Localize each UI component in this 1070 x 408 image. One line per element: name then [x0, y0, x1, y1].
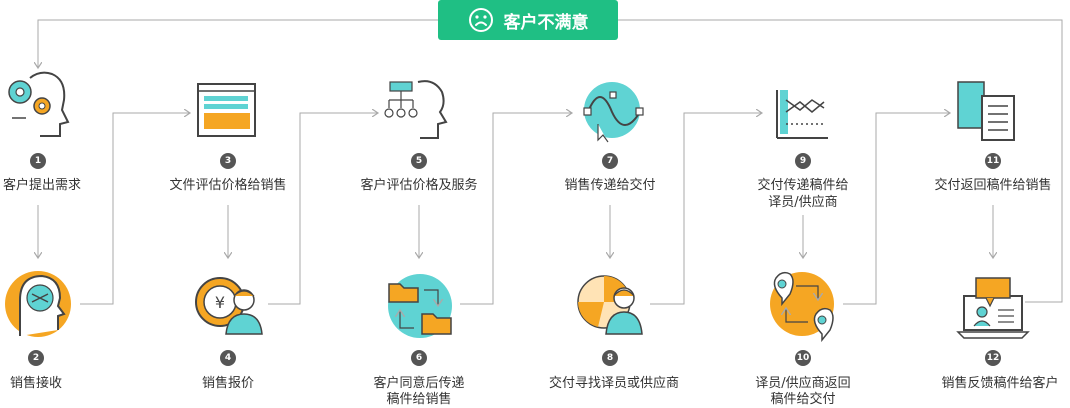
customer-unsatisfied-banner: 客户不满意 — [438, 0, 618, 40]
step-label-1: 客户提出需求 — [2, 178, 81, 193]
step-label-9: 交付传递稿件给 — [757, 178, 849, 193]
step-label-6: 客户同意后传递 — [373, 376, 465, 391]
step-number-1: 1 — [30, 153, 46, 169]
banner-text: 客户不满意 — [503, 12, 589, 33]
sad-face-icon — [468, 8, 493, 32]
step-label-4: 销售报价 — [201, 376, 254, 391]
return-documents-icon — [957, 81, 1015, 141]
step-label-8: 交付寻找译员或供应商 — [548, 376, 679, 391]
step-number-7: 7 — [602, 153, 618, 169]
sales-receive-icon — [5, 271, 71, 337]
customer-request-head-icon — [8, 71, 70, 137]
step-label-9-line2: 译员/供应商 — [768, 195, 838, 210]
step-number-5: 5 — [411, 153, 427, 169]
step-number-4: 4 — [220, 350, 236, 366]
vertical-connectors — [38, 205, 993, 258]
step-label-11: 交付返回稿件给销售 — [934, 178, 1052, 193]
folder-transfer-icon — [388, 274, 452, 338]
sales-quote-icon: ¥ — [195, 277, 263, 335]
step-number-11: 11 — [985, 153, 1001, 169]
step-label-7: 销售传递给交付 — [564, 178, 656, 193]
step-label-10-line2: 稿件给交付 — [770, 392, 836, 407]
step-label-2: 销售接收 — [9, 376, 62, 391]
step-label-3: 文件评估价格给销售 — [169, 178, 287, 193]
step-number-8: 8 — [602, 350, 618, 366]
svg-text:¥: ¥ — [215, 293, 225, 312]
step-label-12: 销售反馈稿件给客户 — [941, 376, 1059, 391]
step-number-2: 2 — [28, 350, 44, 366]
step-number-10: 10 — [795, 350, 811, 366]
step-number-6: 6 — [411, 350, 427, 366]
step-number-9: 9 — [795, 153, 811, 169]
find-translator-icon — [577, 275, 643, 335]
evaluate-head-icon — [384, 80, 448, 139]
step-label-5: 客户评估价格及服务 — [360, 178, 478, 193]
bezier-delivery-icon — [583, 82, 644, 143]
return-route-icon — [770, 271, 834, 343]
step-number-12: 12 — [985, 350, 1001, 366]
feedback-loop-connector — [38, 19, 1063, 303]
feedback-laptop-icon — [956, 277, 1030, 339]
step-label-10: 译员/供应商返回 — [755, 376, 851, 391]
transfer-chart-icon — [776, 90, 828, 139]
step-number-3: 3 — [220, 153, 236, 169]
document-window-icon — [197, 83, 256, 137]
step-connectors — [80, 113, 950, 305]
step-label-6-line2: 稿件给销售 — [386, 392, 452, 407]
